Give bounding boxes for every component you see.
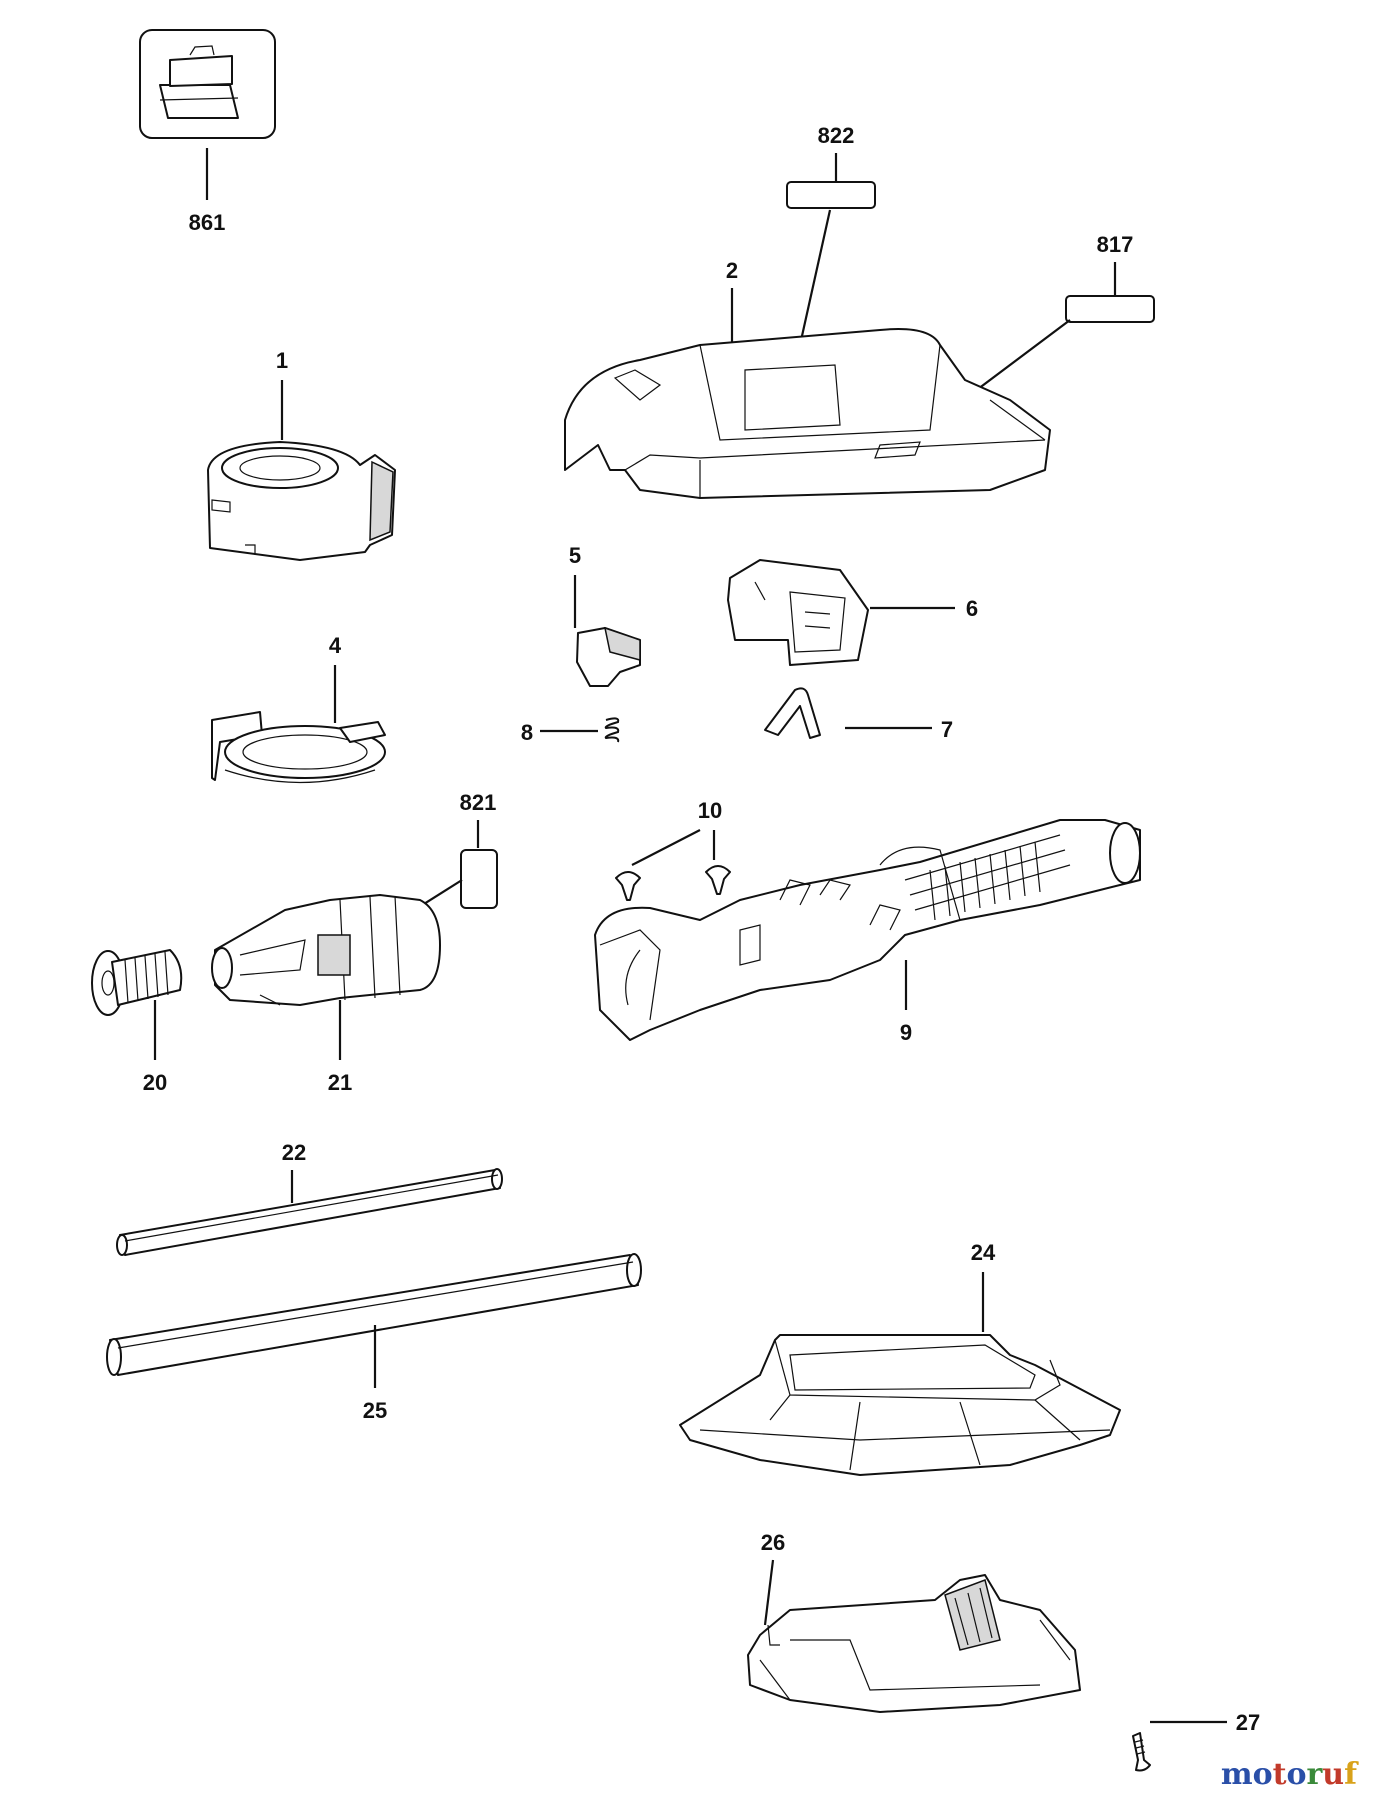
watermark-letter: o [1286, 1757, 1307, 1792]
label-822: 822 [818, 123, 855, 148]
leader-26 [763, 1559, 775, 1626]
part-822-label-plate [786, 181, 876, 209]
watermark-letter: m [1220, 1757, 1253, 1792]
part-4-frame-ring-icon [211, 711, 386, 784]
label-22: 22 [282, 1140, 306, 1165]
label-817: 817 [1097, 232, 1134, 257]
part-5-button-icon [576, 626, 641, 687]
part-25-thick-tube-icon [106, 1253, 642, 1376]
watermark-letter: t [1272, 1757, 1287, 1792]
part-10-screw-left-icon [615, 871, 641, 901]
label-24: 24 [971, 1240, 996, 1265]
part-21-nozzle-icon [211, 894, 441, 1006]
label-20: 20 [143, 1070, 167, 1095]
label-21: 21 [328, 1070, 352, 1095]
part-8-spring-icon [604, 717, 620, 743]
watermark-letter: o [1252, 1757, 1273, 1792]
part-26-base-plate-icon [747, 1574, 1081, 1713]
label-1: 1 [276, 348, 288, 373]
part-10-screw-right-icon [705, 865, 731, 895]
label-27: 27 [1236, 1710, 1260, 1735]
label-25: 25 [363, 1398, 387, 1423]
watermark-letter: f [1344, 1757, 1357, 1792]
part-6-switch-cover-icon [727, 559, 869, 666]
leader-822 [798, 209, 832, 346]
label-7: 7 [941, 717, 953, 742]
part-24-base-tray-icon [679, 1334, 1121, 1476]
watermark-logo: motoruf [1221, 1757, 1357, 1792]
part-1-collar-icon [207, 441, 396, 561]
label-26: 26 [761, 1530, 785, 1555]
part-27-screw-icon [1132, 1732, 1151, 1772]
watermark-letter: u [1322, 1757, 1345, 1792]
label-2: 2 [726, 258, 738, 283]
leader-10-left [631, 829, 701, 866]
part-817-label-plate [1065, 295, 1155, 323]
label-6: 6 [966, 596, 978, 621]
label-9: 9 [900, 1020, 912, 1045]
part-861-case-icon [139, 29, 276, 139]
part-22-thin-tube-icon [116, 1168, 503, 1256]
label-4: 4 [329, 633, 342, 658]
part-7-strip-icon [764, 687, 821, 739]
part-9-hose-handle-icon [594, 819, 1141, 1041]
label-8: 8 [521, 720, 533, 745]
label-861: 861 [189, 210, 226, 235]
part-821-label-plate [460, 849, 498, 909]
part-2-top-housing-icon [564, 328, 1051, 499]
label-10: 10 [698, 798, 722, 823]
watermark-letter: r [1306, 1757, 1323, 1792]
label-5: 5 [569, 543, 581, 568]
label-821: 821 [460, 790, 497, 815]
part-20-filter-insert-icon [91, 949, 183, 1016]
